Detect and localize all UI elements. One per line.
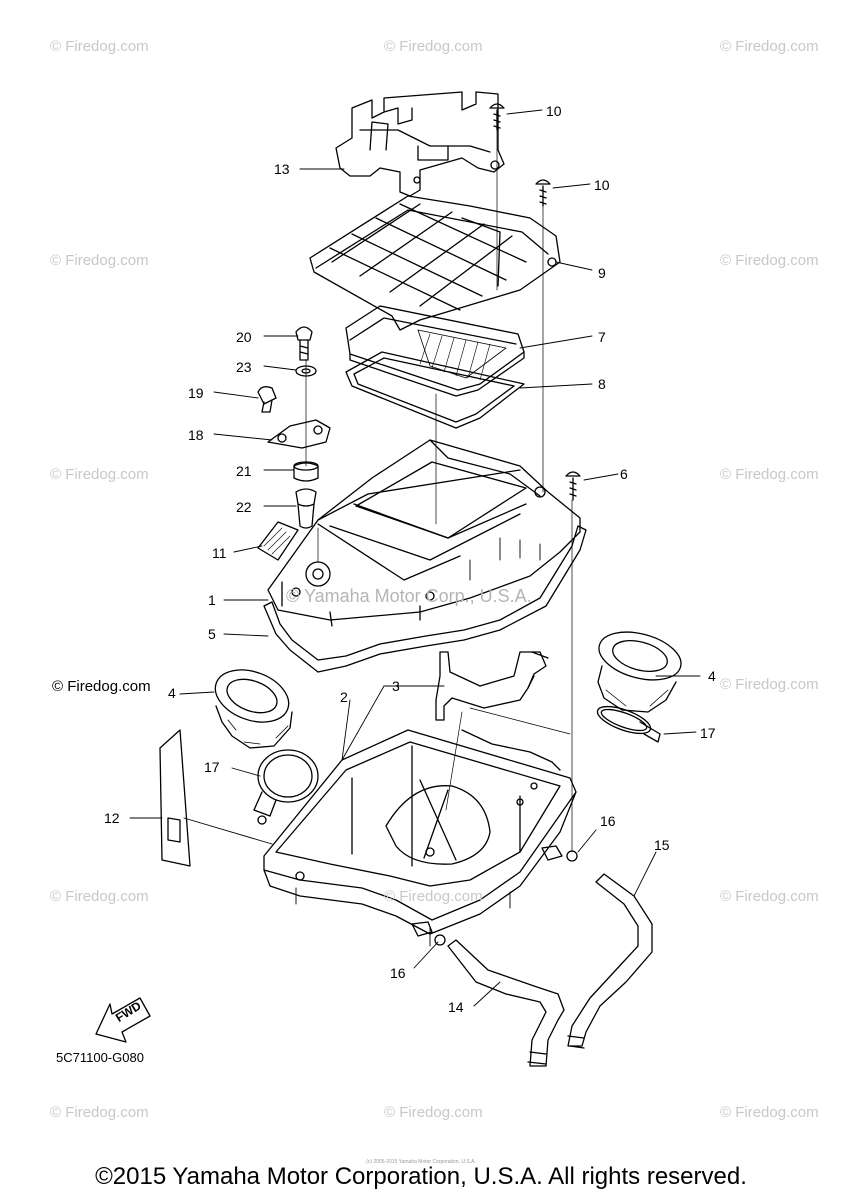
- part-17-clamp-right: [596, 705, 661, 743]
- part-15-hose: [567, 873, 653, 1049]
- callout-12: 12: [104, 810, 120, 826]
- callout-1: 1: [208, 592, 216, 608]
- part-11-label: [257, 521, 299, 561]
- watermark-2: © Firedog.com: [384, 38, 483, 55]
- part-12-sheet: [159, 729, 191, 867]
- callout-2: 2: [340, 689, 348, 705]
- watermark-1: © Firedog.com: [50, 38, 149, 55]
- callout-18: 18: [188, 427, 204, 443]
- callout-10-lower: 10: [594, 177, 610, 193]
- callout-15: 15: [654, 837, 670, 853]
- watermark-10: © Firedog.com: [384, 888, 483, 905]
- footer-copyright: ©2015 Yamaha Motor Corporation, U.S.A. A…: [95, 1163, 747, 1190]
- callout-13: 13: [274, 161, 290, 177]
- callout-17-right: 17: [700, 725, 716, 741]
- part-6-screw: [565, 471, 581, 501]
- part-10-screws: [489, 103, 551, 207]
- part-4-right-joint: [597, 631, 682, 713]
- part-4-left-joint: [214, 669, 293, 749]
- leader-lines: [129, 109, 701, 1007]
- part-5-seal: [263, 525, 587, 673]
- part-17-clamp-left: [253, 749, 319, 825]
- watermark-14: © Firedog.com: [720, 1104, 819, 1121]
- callout-4-right: 4: [708, 668, 716, 684]
- callout-22: 22: [236, 499, 252, 515]
- part-20-bolt: [295, 326, 313, 361]
- alignment-lines: [305, 129, 573, 853]
- part-16-clip-lower: [411, 921, 446, 946]
- callout-4-left: 4: [168, 685, 176, 701]
- part-9-filter-cover: [309, 195, 561, 331]
- callout-19: 19: [188, 385, 204, 401]
- watermark-11: © Firedog.com: [720, 888, 819, 905]
- callout-16-lower: 16: [390, 965, 406, 981]
- callout-20: 20: [236, 329, 252, 345]
- callout-10-upper: 10: [546, 103, 562, 119]
- watermark-5: © Firedog.com: [720, 252, 819, 269]
- part-2-lower-case: [263, 729, 577, 947]
- watermark-8: © Firedog.com: [720, 676, 819, 693]
- small-footer-note: (c) 2005-2015 Yamaha Motor Corporation, …: [366, 1159, 476, 1165]
- inline-watermark: © Firedog.com: [52, 678, 151, 695]
- callout-11: 11: [212, 545, 227, 561]
- watermark-9: © Firedog.com: [50, 888, 149, 905]
- part-18-plate: [267, 419, 331, 449]
- part-19-bolt: [257, 386, 277, 413]
- callout-3: 3: [392, 678, 400, 694]
- watermark-4: © Firedog.com: [50, 252, 149, 269]
- callout-17-left: 17: [204, 759, 220, 775]
- watermark-7: © Firedog.com: [720, 466, 819, 483]
- watermark-12: © Firedog.com: [50, 1104, 149, 1121]
- part-14-hose: [447, 939, 565, 1067]
- watermark-6: © Firedog.com: [50, 466, 149, 483]
- callout-6: 6: [620, 466, 628, 482]
- callout-5: 5: [208, 626, 216, 642]
- callout-23: 23: [236, 359, 252, 375]
- watermark-3: © Firedog.com: [720, 38, 819, 55]
- diagram-part-code: 5C71100-G080: [56, 1050, 144, 1065]
- callout-16-upper: 16: [600, 813, 616, 829]
- callout-14: 14: [448, 999, 464, 1015]
- part-13-bracket: [335, 91, 505, 197]
- part-8-gasket: [345, 351, 525, 429]
- callout-7: 7: [598, 329, 606, 345]
- callout-9: 9: [598, 265, 606, 281]
- part-3-hose: [435, 651, 549, 721]
- callout-21: 21: [236, 463, 252, 479]
- watermark-13: © Firedog.com: [384, 1104, 483, 1121]
- overlay-watermark: © Yamaha Motor Corp., U.S.A.: [286, 586, 532, 606]
- part-22-collar: [295, 488, 317, 529]
- callout-8: 8: [598, 376, 606, 392]
- fwd-arrow: [95, 997, 151, 1043]
